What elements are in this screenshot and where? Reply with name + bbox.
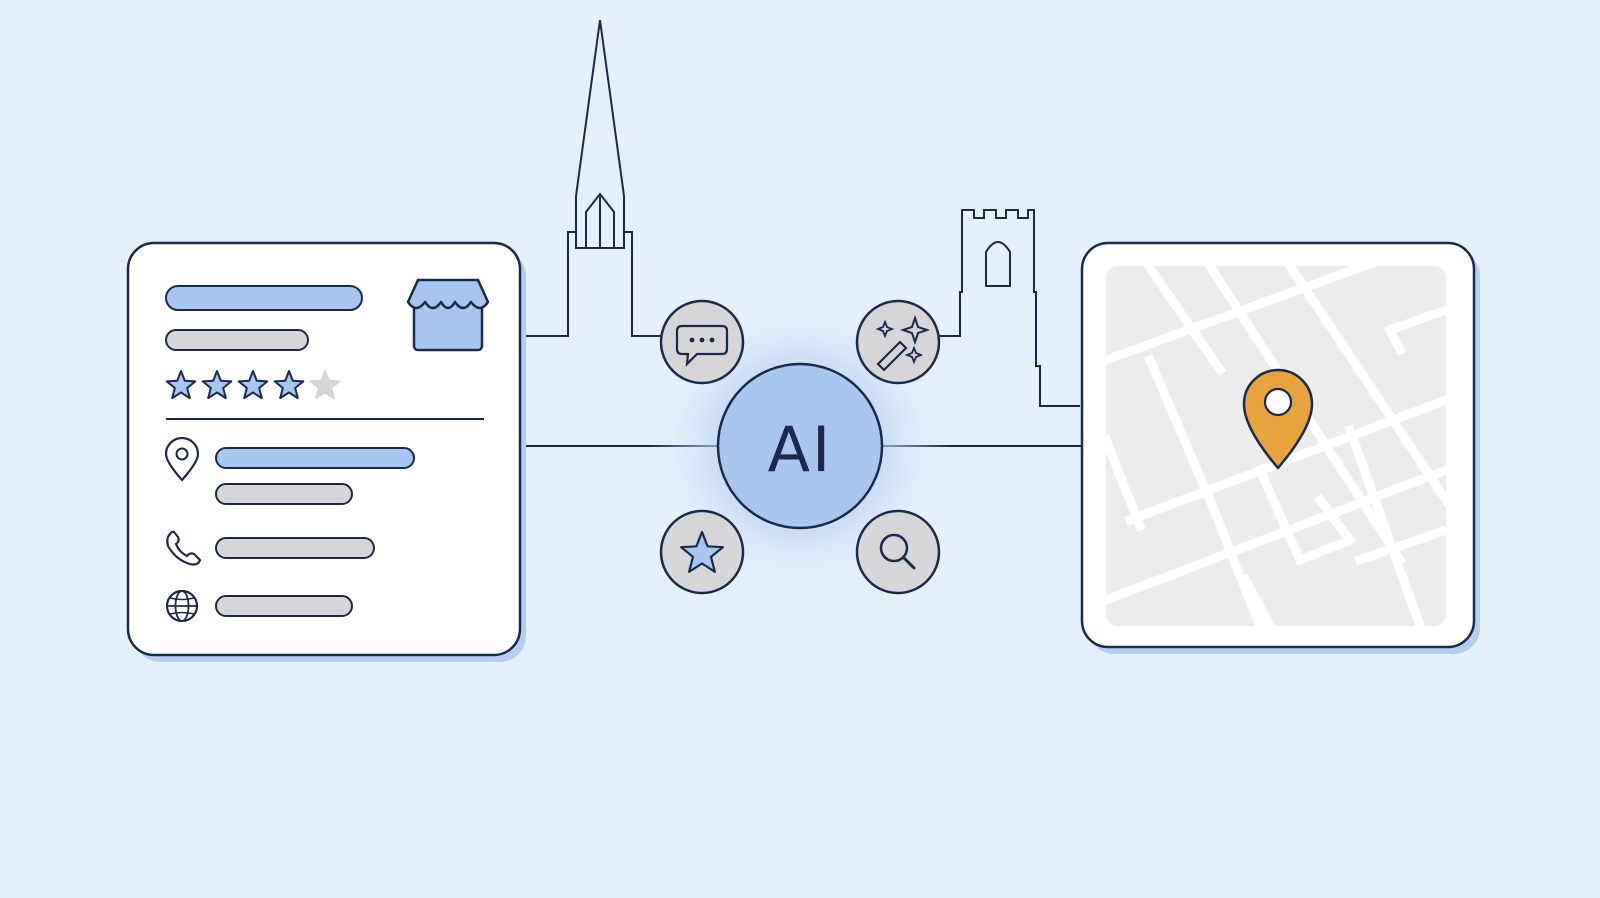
map-card[interactable] — [1080, 236, 1480, 654]
tower-window — [985, 241, 1011, 287]
globe-icon — [165, 589, 199, 623]
rating-star-filled — [273, 370, 305, 400]
address-line-1-placeholder — [215, 447, 415, 469]
rating-star-empty — [309, 370, 341, 400]
phone-icon — [166, 530, 202, 566]
storefront-icon — [406, 278, 490, 352]
rating-star-filled — [165, 370, 197, 400]
address-line-2-placeholder — [215, 483, 353, 505]
rating-star-filled — [237, 370, 269, 400]
business-listing-card[interactable] — [126, 241, 526, 662]
skyline-outline — [520, 19, 662, 337]
phone-number-placeholder — [215, 537, 375, 559]
spire-base — [575, 232, 625, 249]
star-rating — [165, 370, 341, 400]
chat-bubble-icon[interactable] — [659, 299, 745, 385]
rating-star-filled — [201, 370, 233, 400]
spire-window — [585, 192, 615, 249]
magic-wand-sparkle-icon[interactable] — [855, 299, 941, 385]
business-category-placeholder — [165, 329, 309, 351]
ai-hub-label: AI — [767, 413, 833, 486]
website-placeholder — [215, 595, 353, 617]
search-icon[interactable] — [855, 509, 941, 595]
star-icon[interactable] — [659, 509, 745, 595]
location-pin-icon — [164, 436, 200, 482]
tower-outline — [936, 209, 1080, 407]
map-streets — [1106, 266, 1446, 626]
map-pin-icon — [1242, 368, 1314, 470]
ai-hub-circle[interactable] — [716, 362, 884, 530]
business-name-placeholder — [165, 285, 363, 311]
